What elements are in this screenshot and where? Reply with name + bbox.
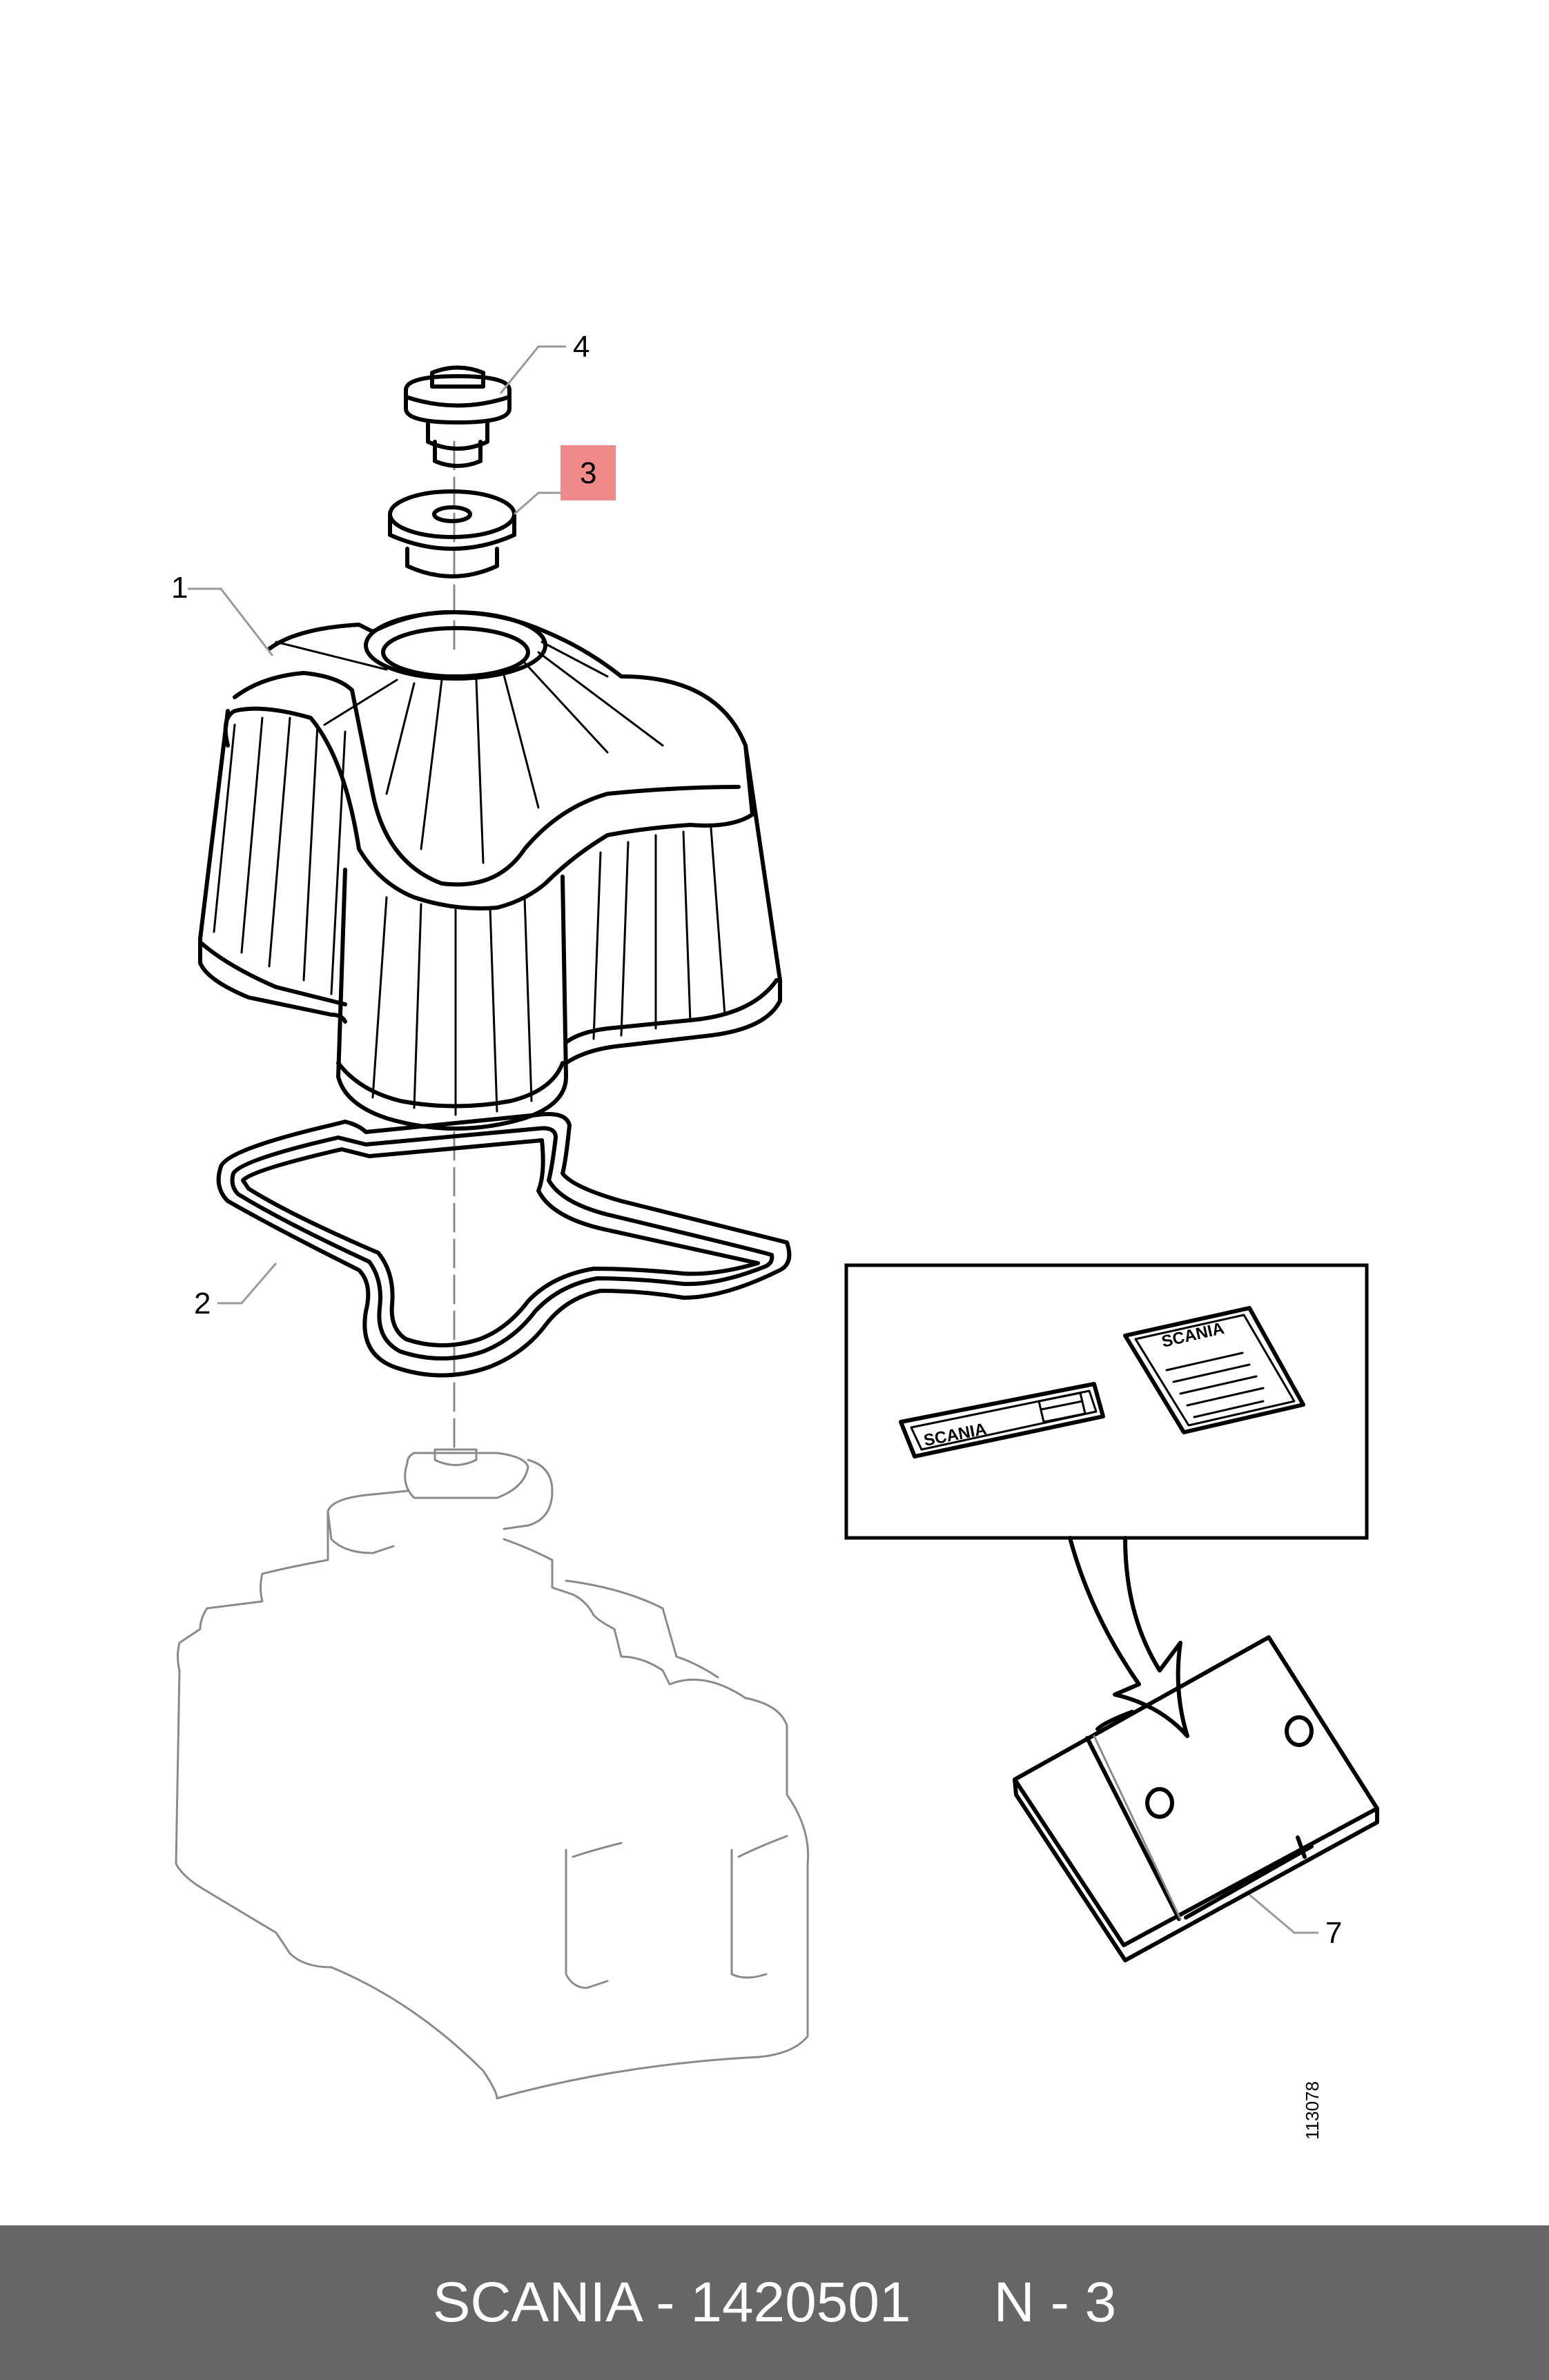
label-detail-box: SCANIA SCANIA bbox=[844, 1263, 1369, 1540]
callout-7: 7 bbox=[1325, 1916, 1342, 1950]
part-6-small-label: SCANIA bbox=[899, 1382, 1105, 1459]
leader-1 bbox=[188, 587, 274, 656]
part-4-bolt bbox=[404, 365, 512, 468]
leader-2 bbox=[217, 1262, 277, 1305]
callout-3-highlight bbox=[561, 445, 616, 500]
part-7-bracket bbox=[1013, 1635, 1379, 1962]
part-1-valve-cover bbox=[198, 609, 782, 1131]
callout-3: 3 bbox=[580, 456, 596, 490]
leader-7 bbox=[1249, 1893, 1318, 1934]
exploded-parts-diagram: 1 2 3 4 5 6 7 SCANIA SCANIA bbox=[171, 330, 1379, 2140]
footer-position: N - 3 bbox=[993, 2271, 1117, 2334]
footer-part-number: SCANIA - 1420501 bbox=[432, 2271, 911, 2334]
leader-4 bbox=[499, 345, 566, 394]
callout-2: 2 bbox=[194, 1287, 211, 1320]
part-3-grommet bbox=[388, 489, 516, 578]
leader-3 bbox=[514, 491, 561, 516]
footer-bar: SCANIA - 1420501 N - 3 bbox=[0, 2225, 1549, 2380]
engine-outline bbox=[175, 1448, 810, 2100]
drawing-number: 113078 bbox=[1302, 2081, 1323, 2140]
callout-4: 4 bbox=[573, 330, 590, 364]
pointer-arrow bbox=[1068, 1536, 1189, 1738]
part-2-gasket bbox=[216, 1112, 792, 1378]
callout-1: 1 bbox=[171, 571, 188, 605]
